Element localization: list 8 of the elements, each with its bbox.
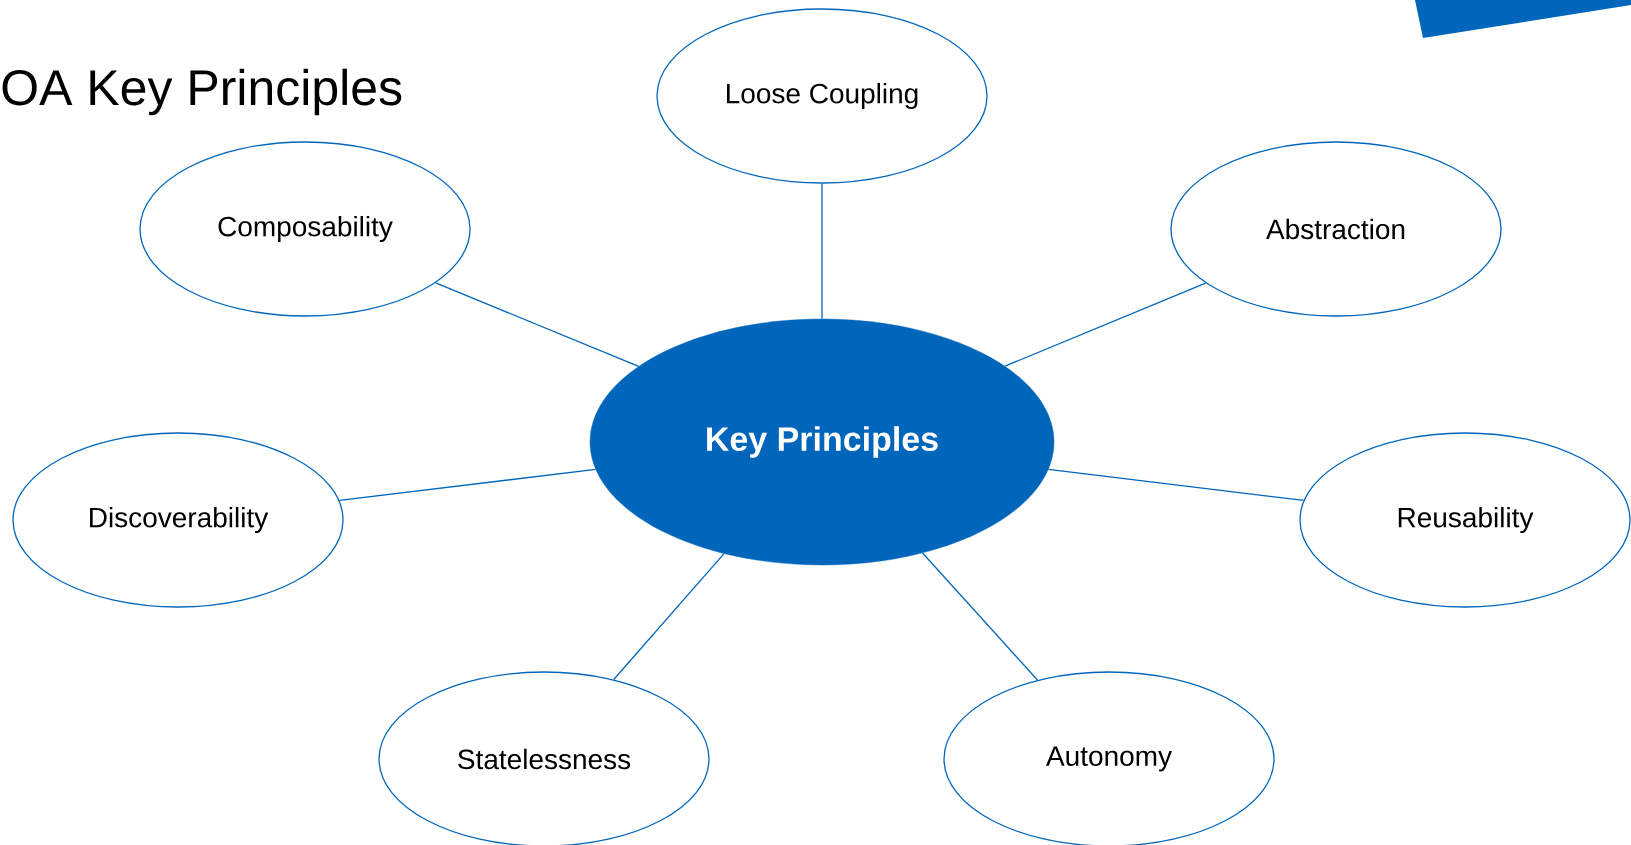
connector-line [1047, 468, 1305, 502]
title: OA Key Principles [2, 68, 402, 116]
connector-line [435, 282, 640, 368]
connector-line [921, 552, 1039, 681]
connector-line [613, 553, 725, 681]
connector-line [338, 468, 597, 502]
connector-line [1004, 282, 1207, 367]
connector-line [821, 183, 823, 320]
